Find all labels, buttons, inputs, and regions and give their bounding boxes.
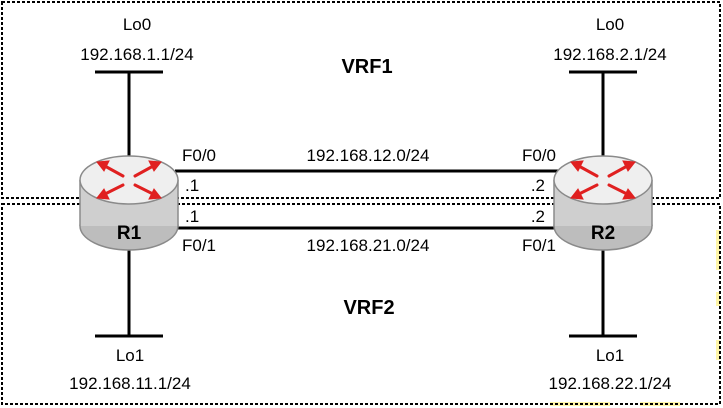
r1-lo1-name: Lo1 [116,346,144,365]
r1-lo0-address: 192.168.1.1/24 [80,45,193,64]
r2-f00-host: .2 [531,176,545,195]
r1-f00-name: F0/0 [182,146,216,165]
r2-lo0-address: 192.168.2.1/24 [553,45,666,64]
link-top-subnet: 192.168.12.0/24 [307,146,430,165]
vrf1-zone-box [1,1,721,199]
vrf2-zone-box [1,203,721,405]
r2-lo1-address: 192.168.22.1/24 [549,374,672,393]
router-icon [79,155,179,251]
r1-f01-host: .1 [185,207,199,226]
r1-f00-host: .1 [185,176,199,195]
r2-lo0-name: Lo0 [596,15,624,34]
router-r2-name: R2 [591,223,615,244]
r1-lo1-address: 192.168.11.1/24 [69,374,191,393]
r2-f01-host: .2 [531,207,545,226]
vrf1-label: VRF1 [341,56,392,78]
r1-f01-name: F0/1 [182,236,216,255]
router-r2[interactable]: R2 [553,155,653,251]
router-icon [553,155,653,251]
r2-f01-name: F0/1 [522,236,556,255]
vrf2-label: VRF2 [343,297,394,319]
r2-lo1-name: Lo1 [596,346,624,365]
router-r1-name: R1 [117,223,142,244]
router-r1[interactable]: R1 [79,155,179,251]
r1-lo0-name: Lo0 [123,15,151,34]
link-bottom-subnet: 192.168.21.0/24 [307,236,430,255]
r2-f00-name: F0/0 [522,146,556,165]
